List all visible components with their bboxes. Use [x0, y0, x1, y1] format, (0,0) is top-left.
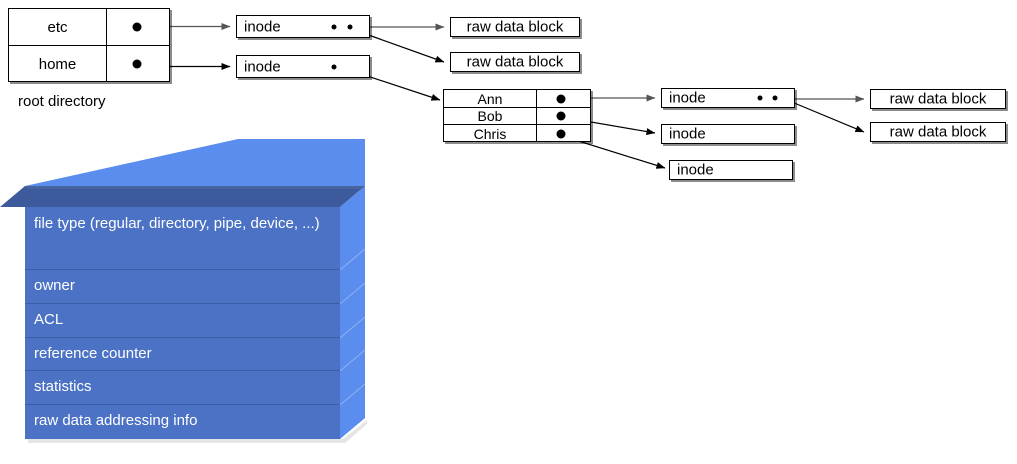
inode-field-statistics: statistics: [25, 371, 340, 405]
root-entry-pointer-etc[interactable]: [107, 9, 169, 45]
root-directory-table[interactable]: etc home: [8, 8, 170, 82]
pointer-dot-icon: [556, 129, 566, 138]
raw-data-block-label: raw data block: [466, 53, 564, 71]
raw-data-block-label: raw data block: [889, 123, 987, 141]
pointer-dot-icon: [132, 59, 142, 69]
raw-data-block-3[interactable]: raw data block: [870, 89, 1006, 109]
home-directory-table[interactable]: Ann Bob Chris: [443, 89, 591, 142]
inode-box-home[interactable]: inode: [236, 55, 370, 78]
inode-label: inode: [669, 125, 706, 143]
inode-detail-facets: [0, 139, 367, 443]
block-side-ridges: [339, 248, 366, 406]
inode-box-chris[interactable]: inode: [669, 160, 793, 180]
root-directory-caption: root directory: [18, 93, 106, 110]
inode-pointer-dot-icon: [331, 64, 337, 69]
wire-inode-ann-ptr2: [786, 99, 865, 133]
home-entry-name-ann: Ann: [444, 90, 537, 107]
block-top-facet-hi: [25, 186, 365, 189]
inode-label: inode: [677, 161, 714, 179]
inode-field-reference-counter: reference counter: [25, 338, 340, 371]
raw-data-block-2[interactable]: raw data block: [450, 52, 580, 72]
pointer-dot-icon: [556, 94, 566, 103]
home-entry-pointer-ann[interactable]: [537, 90, 590, 107]
block-top-facet: [0, 186, 365, 207]
home-entry-name-chris: Chris: [444, 125, 537, 142]
inode-box-bob[interactable]: inode: [661, 124, 795, 144]
inode-pointer-dot-icon: [347, 24, 353, 29]
inode-pointer-dot-icon: [331, 24, 337, 29]
callout-wedge: [25, 139, 365, 186]
inode-pointer-dot-icon: [772, 95, 778, 101]
inode-label: inode: [244, 18, 281, 35]
inode-label: inode: [669, 89, 706, 107]
root-entry-name-home: home: [9, 46, 107, 82]
home-directory-row-ann[interactable]: Ann: [444, 90, 590, 108]
inode-field-acl: ACL: [25, 304, 340, 338]
home-directory-row-bob[interactable]: Bob: [444, 108, 590, 125]
inode-box-ann[interactable]: inode: [661, 88, 795, 108]
inode-field-file-type: file type (regular, directory, pipe, dev…: [25, 207, 340, 270]
raw-data-block-4[interactable]: raw data block: [870, 122, 1006, 142]
block-drop-shadow: [28, 420, 367, 443]
raw-data-block-1[interactable]: raw data block: [450, 17, 580, 37]
raw-data-block-label: raw data block: [889, 90, 987, 108]
inode-detail-block: file type (regular, directory, pipe, dev…: [0, 139, 380, 464]
inode-field-owner: owner: [25, 270, 340, 304]
pointer-dot-icon: [132, 22, 142, 32]
raw-data-block-label: raw data block: [466, 18, 564, 36]
home-entry-pointer-bob[interactable]: [537, 108, 590, 124]
home-entry-name-bob: Bob: [444, 108, 537, 124]
inode-field-stack: file type (regular, directory, pipe, dev…: [25, 207, 340, 439]
inode-box-etc[interactable]: inode: [236, 15, 370, 38]
root-entry-pointer-home[interactable]: [107, 46, 169, 82]
inode-pointer-dot-icon: [757, 95, 763, 101]
home-entry-pointer-chris[interactable]: [537, 125, 590, 142]
root-directory-row-home[interactable]: home: [9, 46, 169, 82]
root-entry-name-etc: etc: [9, 9, 107, 45]
block-side-facet: [340, 186, 365, 439]
inode-field-raw-data-addressing: raw data addressing info: [25, 405, 340, 439]
inode-label: inode: [244, 58, 281, 75]
home-directory-row-chris[interactable]: Chris: [444, 125, 590, 142]
pointer-dot-icon: [556, 111, 566, 121]
root-directory-row-etc[interactable]: etc: [9, 9, 169, 46]
